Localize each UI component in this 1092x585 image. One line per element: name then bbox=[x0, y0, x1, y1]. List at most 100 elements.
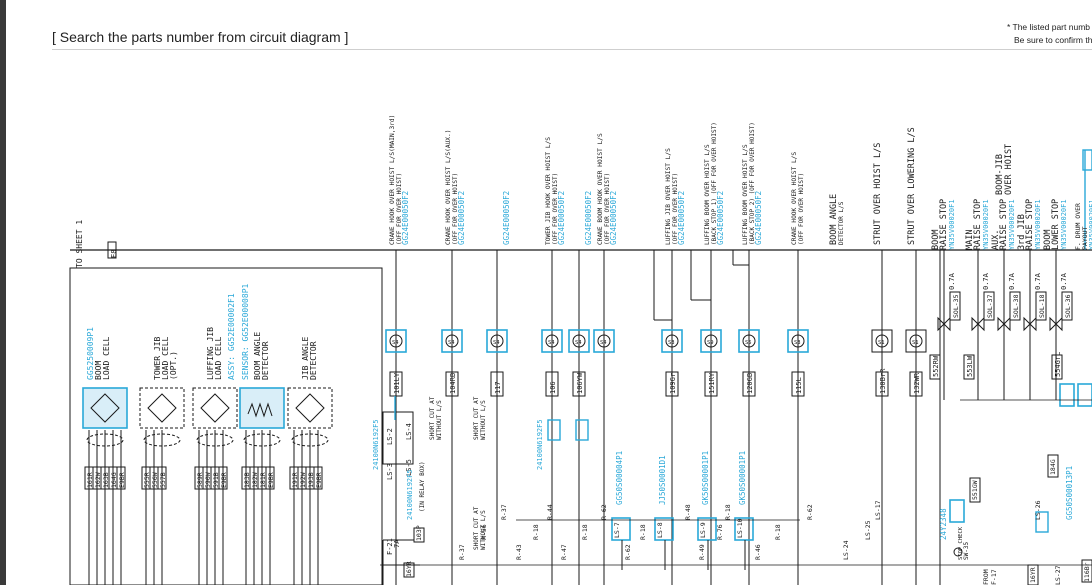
wire-tag bbox=[909, 371, 923, 397]
sheet-terminal: E8 bbox=[110, 250, 118, 258]
connector-box bbox=[1059, 383, 1075, 407]
fuse-rating: 0.7A bbox=[982, 272, 990, 290]
connector-box bbox=[1035, 511, 1049, 533]
connector-label: S1 bbox=[878, 340, 885, 346]
wire-tag bbox=[1051, 354, 1063, 380]
switch-symbol bbox=[545, 334, 559, 348]
short-cut-label: WITHOUT L/S bbox=[480, 510, 487, 550]
wire-number: 161R bbox=[86, 472, 94, 488]
connector-label: S3 bbox=[668, 340, 675, 346]
load-cell-label: JIB ANGLE bbox=[301, 336, 310, 380]
load-cell-part-number: SENSOR: GG52E00008P1 bbox=[241, 283, 250, 380]
wire-number: 551GW bbox=[971, 480, 979, 500]
right-part-number: GG50S00013P1 bbox=[1065, 466, 1074, 520]
switch-id: SW-35 bbox=[963, 542, 970, 560]
solenoid-part-number: YN35V00020F1 bbox=[948, 199, 956, 250]
wire-tag bbox=[572, 371, 586, 397]
wire-number: E9BR bbox=[315, 472, 323, 488]
switch-symbol bbox=[389, 334, 403, 348]
relay-ref: R-62 bbox=[624, 544, 632, 560]
connector-label: S4 bbox=[448, 340, 455, 346]
load-cell-box bbox=[139, 387, 185, 429]
solenoid-label: LOWER STOP bbox=[1051, 199, 1061, 250]
page-title: [ Search the parts number from circuit d… bbox=[52, 29, 349, 45]
fuse-rating: 0.7A bbox=[1060, 272, 1068, 290]
far-right-label: PAYOUT bbox=[1081, 226, 1089, 250]
wire-number: E9BR bbox=[220, 472, 228, 488]
load-cell-label: LOAD CELL bbox=[214, 336, 223, 380]
relay-ref: R-46 bbox=[754, 544, 762, 560]
boom-jib-label: BOOM-JIB bbox=[995, 154, 1005, 195]
sheet-label: TO SHEET 1 bbox=[75, 220, 84, 268]
switch-sublabel: (BACK STOP 2) (OFF FOR OVER HOIST) bbox=[749, 122, 756, 245]
load-cell-box bbox=[239, 387, 285, 429]
short-cut-label: SHORT CUT AT bbox=[473, 506, 480, 550]
lower-part-number: GK50S00001P1 bbox=[738, 451, 747, 505]
bridge-icon bbox=[200, 393, 230, 423]
solenoid-label: RAISE STOP bbox=[939, 199, 949, 250]
switch-sublabel: (OFF FOR OVER HOIST) bbox=[552, 173, 559, 245]
wire-tag bbox=[742, 371, 756, 397]
connector-box bbox=[700, 329, 722, 353]
wire-tag bbox=[875, 371, 889, 397]
relay-ref: LS-17 bbox=[874, 500, 882, 520]
load-cell-label: (OPT.) bbox=[169, 351, 178, 380]
switch-label: CRANE HOOK OVER HOIST L/S(AUX.) bbox=[445, 130, 452, 245]
highlight-box bbox=[1082, 149, 1092, 171]
relay-ref: R-18 bbox=[724, 504, 732, 520]
connector-box bbox=[593, 329, 615, 353]
solenoid-part-number: YN35V00020F1 bbox=[982, 199, 990, 250]
switch-sublabel: (OFF FOR OVER HOIST) bbox=[396, 173, 403, 245]
connector-box bbox=[661, 329, 683, 353]
short-cut-label: WITHOUT L/S bbox=[436, 400, 443, 440]
from-ref: F-17 bbox=[990, 569, 998, 585]
ls-label: LS-5 bbox=[405, 459, 413, 476]
load-cell-label: BOOM bbox=[94, 361, 103, 380]
solenoid-part-number: YN35V00020F1 bbox=[1008, 199, 1016, 250]
switch-label: BOOM ANGLE bbox=[829, 194, 839, 245]
switch-part-number: GG24E00050F2 bbox=[557, 191, 566, 245]
sheet-terminal-box bbox=[107, 241, 117, 259]
sol-tag bbox=[1035, 291, 1047, 321]
switch-sublabel: (OFF FOR OVER HOIST) bbox=[452, 173, 459, 245]
connector-box bbox=[568, 329, 590, 353]
wire-tag bbox=[665, 371, 679, 397]
wire-number: 556W bbox=[151, 472, 159, 488]
wire-number: 193B bbox=[307, 472, 315, 488]
ls-label: LS-9 bbox=[699, 522, 707, 538]
relay-part-number: 24100N6192F5 bbox=[372, 419, 380, 470]
wiring bbox=[69, 149, 1092, 585]
ls-label: LS-8 bbox=[656, 522, 664, 538]
switch-part-number: GG24E00050F2 bbox=[457, 191, 466, 245]
switch-symbol bbox=[909, 334, 923, 348]
bridge-icon bbox=[147, 393, 177, 423]
sol-tag bbox=[949, 291, 961, 321]
load-cell-box bbox=[192, 387, 238, 429]
load-cell-label: DETECTOR bbox=[309, 341, 318, 380]
wire-number: 163B bbox=[102, 472, 110, 488]
wire-number: 151RY bbox=[708, 372, 716, 394]
bridge-icon bbox=[90, 393, 120, 423]
wire-number: 16YR bbox=[405, 561, 413, 577]
load-cell-box bbox=[287, 387, 333, 429]
window-left-edge bbox=[0, 0, 6, 585]
solenoid-label: RAISE STOP bbox=[973, 199, 983, 250]
switch-sublabel: (OFF FOR OVER HOIST) bbox=[798, 173, 805, 245]
load-cell-label: LOAD CELL bbox=[161, 336, 170, 380]
wire-number: 555R bbox=[143, 472, 151, 488]
relay-ref: R-47 bbox=[560, 544, 568, 560]
wire-number: 104RB bbox=[449, 373, 457, 394]
relay-ref: LS-24 bbox=[842, 540, 850, 560]
relay-box bbox=[382, 411, 414, 465]
connector-box bbox=[738, 329, 760, 353]
switch-part-number: GG24E00050F2 bbox=[609, 191, 618, 245]
cable-sheath bbox=[86, 433, 124, 447]
short-cut-label: SHORT CUT AT bbox=[473, 396, 480, 440]
relay-ref: R-18 bbox=[774, 524, 782, 540]
connector-label: S4 bbox=[600, 340, 607, 346]
connector-label: S4 bbox=[548, 340, 555, 346]
load-cell-label: LUFFING JIB bbox=[206, 327, 215, 380]
detector-icon bbox=[247, 402, 273, 418]
switch-symbol bbox=[665, 334, 679, 348]
switch-part-number: GG24E00050F2 bbox=[584, 191, 593, 245]
